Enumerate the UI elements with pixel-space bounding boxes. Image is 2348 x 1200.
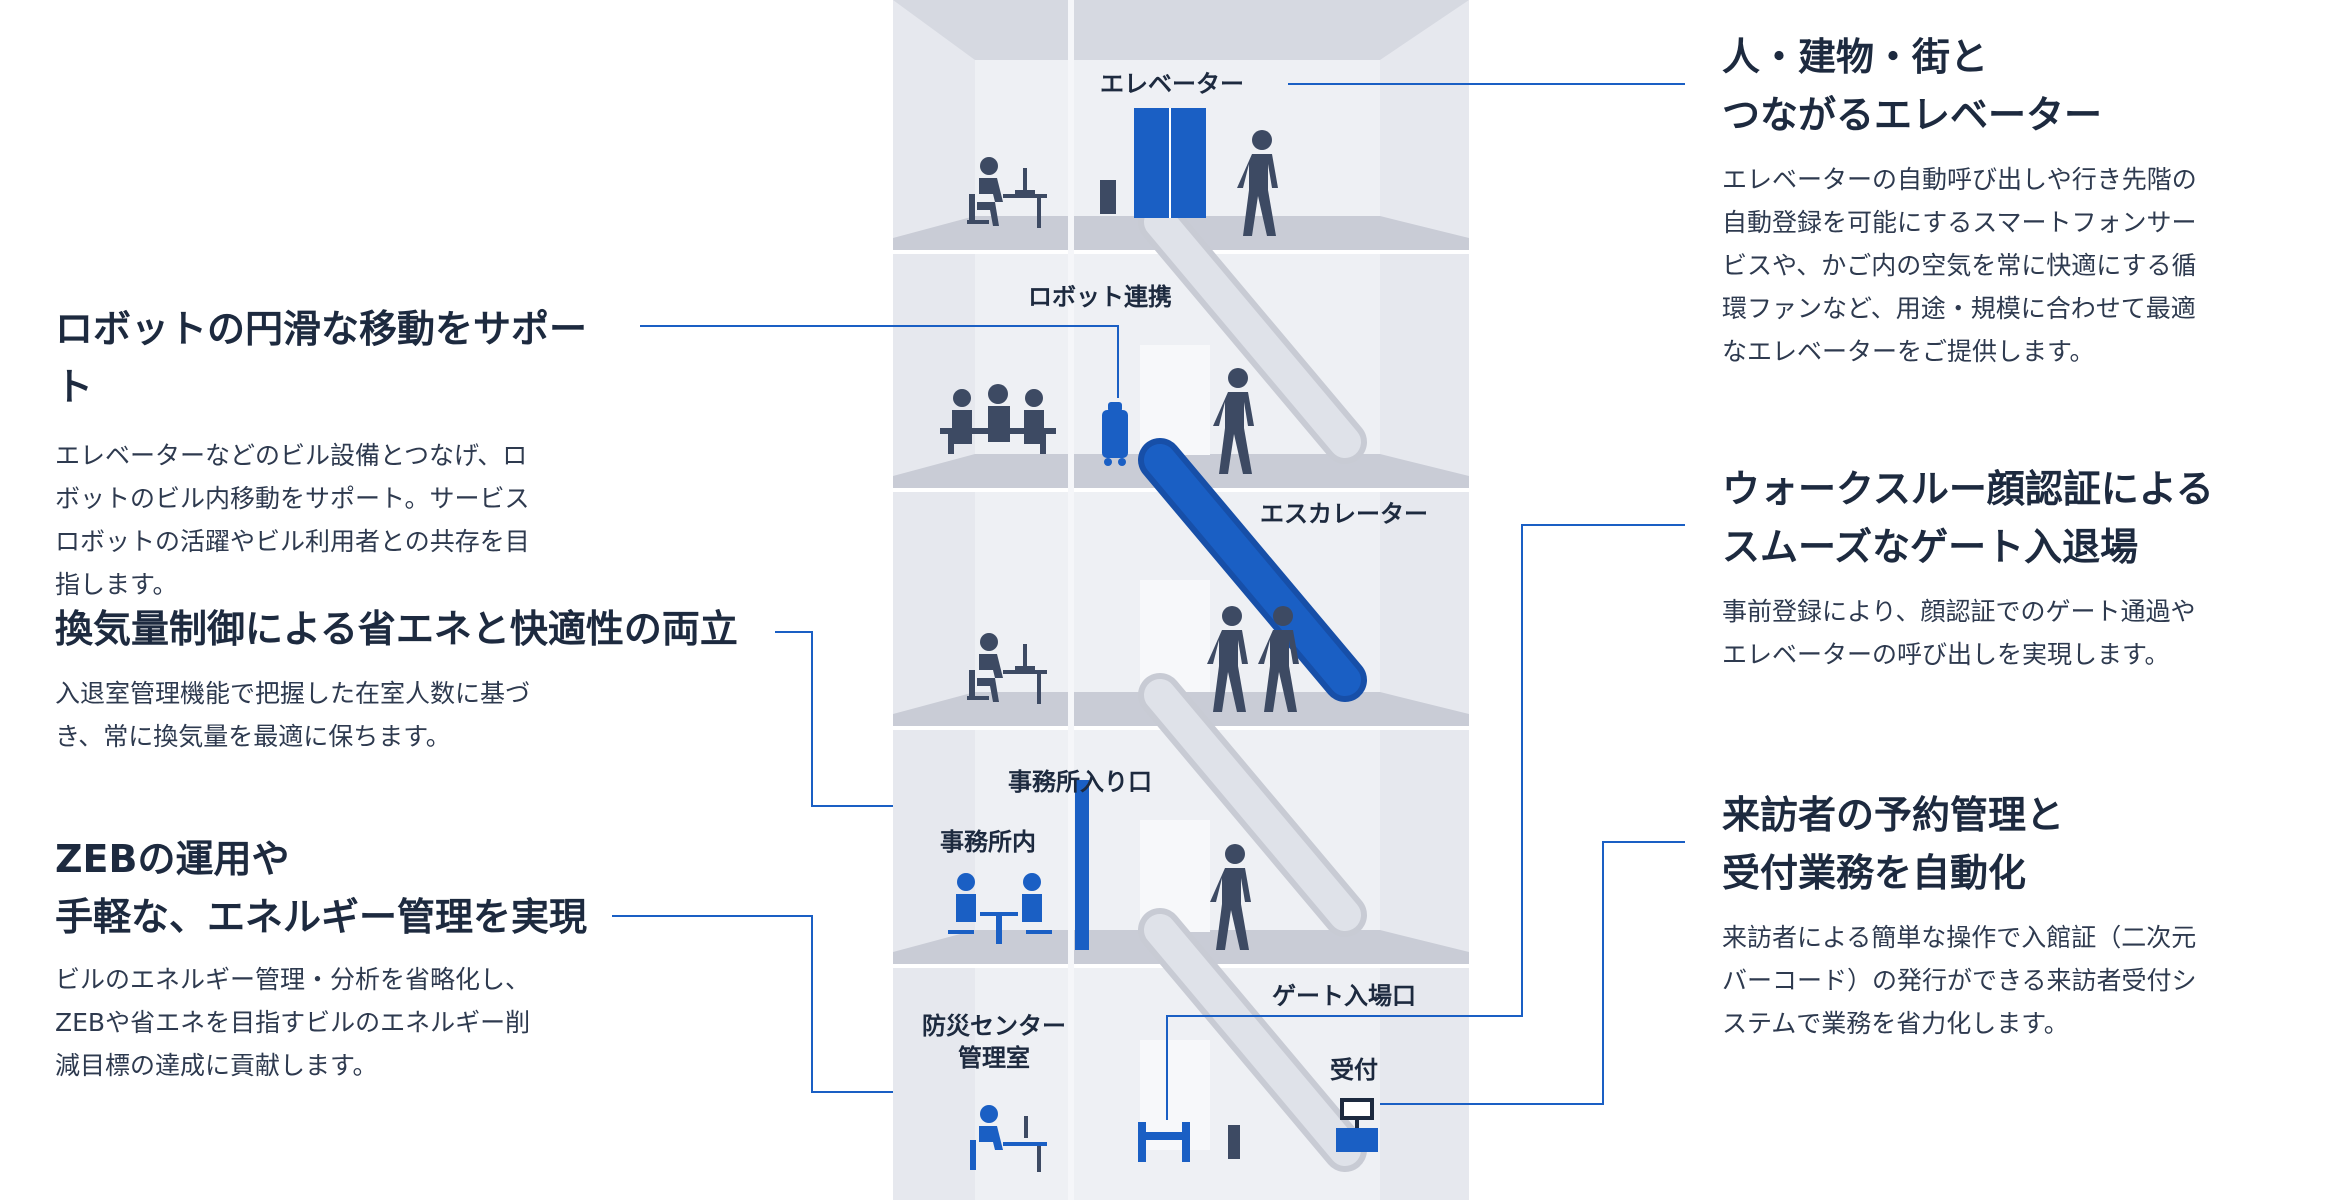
section-body: バーコード）の発行ができる来訪者受付シ bbox=[1722, 966, 2197, 995]
label-disaster-center: 防災センター管理室 bbox=[922, 1012, 1066, 1072]
label-escalator: エスカレーター bbox=[1260, 500, 1428, 528]
section-body: 事前登録により、顔認証でのゲート通過や bbox=[1722, 597, 2196, 626]
section-heading: 来訪者の予約管理と bbox=[1722, 793, 2065, 837]
section-heading: 換気量制御による省エネと快適性の両立 bbox=[55, 607, 738, 651]
section-visitor: 来訪者の予約管理と 受付業務を自動化 来訪者による簡単な操作で入館証（二次元 バ… bbox=[1722, 786, 2322, 1045]
security-gate-icon bbox=[1138, 1122, 1190, 1162]
section-body: ビスや、かご内の空気を常に快適にする循 bbox=[1722, 251, 2197, 280]
section-body: エレベーターの呼び出しを実現します。 bbox=[1722, 640, 2170, 669]
meeting-blue-icon bbox=[948, 873, 1052, 944]
section-robot-support: ロボットの円滑な移動をサポート エレベーターなどのビル設備とつなげ、ロ ボットの… bbox=[55, 300, 615, 606]
connector-lines bbox=[612, 83, 1685, 1120]
section-body: 指します。 bbox=[55, 570, 178, 599]
label-gate-entrance: ゲート入場口 bbox=[1272, 982, 1416, 1010]
section-body: 減目標の達成に貢献します。 bbox=[55, 1051, 378, 1080]
section-heading: ウォークスルー顔認証による bbox=[1722, 467, 2214, 511]
section-body: き、常に換気量を最適に保ちます。 bbox=[55, 722, 451, 751]
section-body: ビルのエネルギー管理・分析を省略化し、 bbox=[55, 965, 531, 994]
section-gate: ウォークスルー顔認証による スムーズなゲート入退場 事前登録により、顔認証でのゲ… bbox=[1722, 460, 2322, 676]
office-entrance-door bbox=[1075, 780, 1089, 950]
section-heading: ロボットの円滑な移動をサポート bbox=[55, 307, 588, 409]
robot-icon bbox=[1102, 402, 1128, 466]
label-office-entrance: 事務所入り口 bbox=[1008, 768, 1152, 796]
label-robot-link: ロボット連携 bbox=[1028, 283, 1172, 311]
section-elevator: 人・建物・街と つながるエレベーター エレベーターの自動呼び出しや行き先階の 自… bbox=[1722, 28, 2322, 373]
section-body: ZEBや省エネを目指すビルのエネルギー削 bbox=[55, 1008, 531, 1037]
escalators bbox=[1138, 200, 1367, 1172]
section-heading: スムーズなゲート入退場 bbox=[1722, 525, 2139, 569]
section-body: 環ファンなど、用途・規模に合わせて最適 bbox=[1722, 294, 2196, 323]
section-body: エレベーターなどのビル設備とつなげ、ロ bbox=[55, 441, 528, 470]
section-body: エレベーターの自動呼び出しや行き先階の bbox=[1722, 165, 2197, 194]
section-ventilation: 換気量制御による省エネと快適性の両立 入退室管理機能で把握した在室人数に基づ き… bbox=[55, 600, 775, 758]
section-body: 入退室管理機能で把握した在室人数に基づ bbox=[55, 679, 531, 708]
section-body: 来訪者による簡単な操作で入館証（二次元 bbox=[1722, 923, 2197, 952]
section-body: ロボットの活躍やビル利用者との共存を目 bbox=[55, 527, 530, 556]
section-zeb: ZEBの運用や 手軽な、エネルギー管理を実現 ビルのエネルギー管理・分析を省略化… bbox=[55, 830, 615, 1087]
control-room-worker-icon bbox=[970, 1105, 1047, 1172]
section-body: ボットのビル内移動をサポート。サービス bbox=[55, 484, 530, 513]
section-heading: 手軽な、エネルギー管理を実現 bbox=[55, 895, 588, 939]
section-body: 自動登録を可能にするスマートフォンサー bbox=[1722, 208, 2197, 237]
section-heading: 受付業務を自動化 bbox=[1722, 851, 2027, 895]
label-reception: 受付 bbox=[1330, 1056, 1378, 1084]
section-body: なエレベーターをご提供します。 bbox=[1722, 337, 2095, 366]
section-heading: つながるエレベーター bbox=[1722, 93, 2103, 137]
reception-kiosk-icon bbox=[1336, 1098, 1378, 1152]
device-icon bbox=[1228, 1125, 1240, 1159]
device-icon bbox=[1100, 180, 1116, 214]
section-heading: 人・建物・街と bbox=[1722, 35, 1989, 79]
section-body: ステムで業務を省力化します。 bbox=[1722, 1009, 2069, 1038]
label-office-inside: 事務所内 bbox=[940, 828, 1036, 856]
section-heading: ZEBの運用や bbox=[55, 837, 290, 881]
label-elevator: エレベーター bbox=[1100, 70, 1244, 98]
meeting-icon bbox=[940, 384, 1056, 454]
